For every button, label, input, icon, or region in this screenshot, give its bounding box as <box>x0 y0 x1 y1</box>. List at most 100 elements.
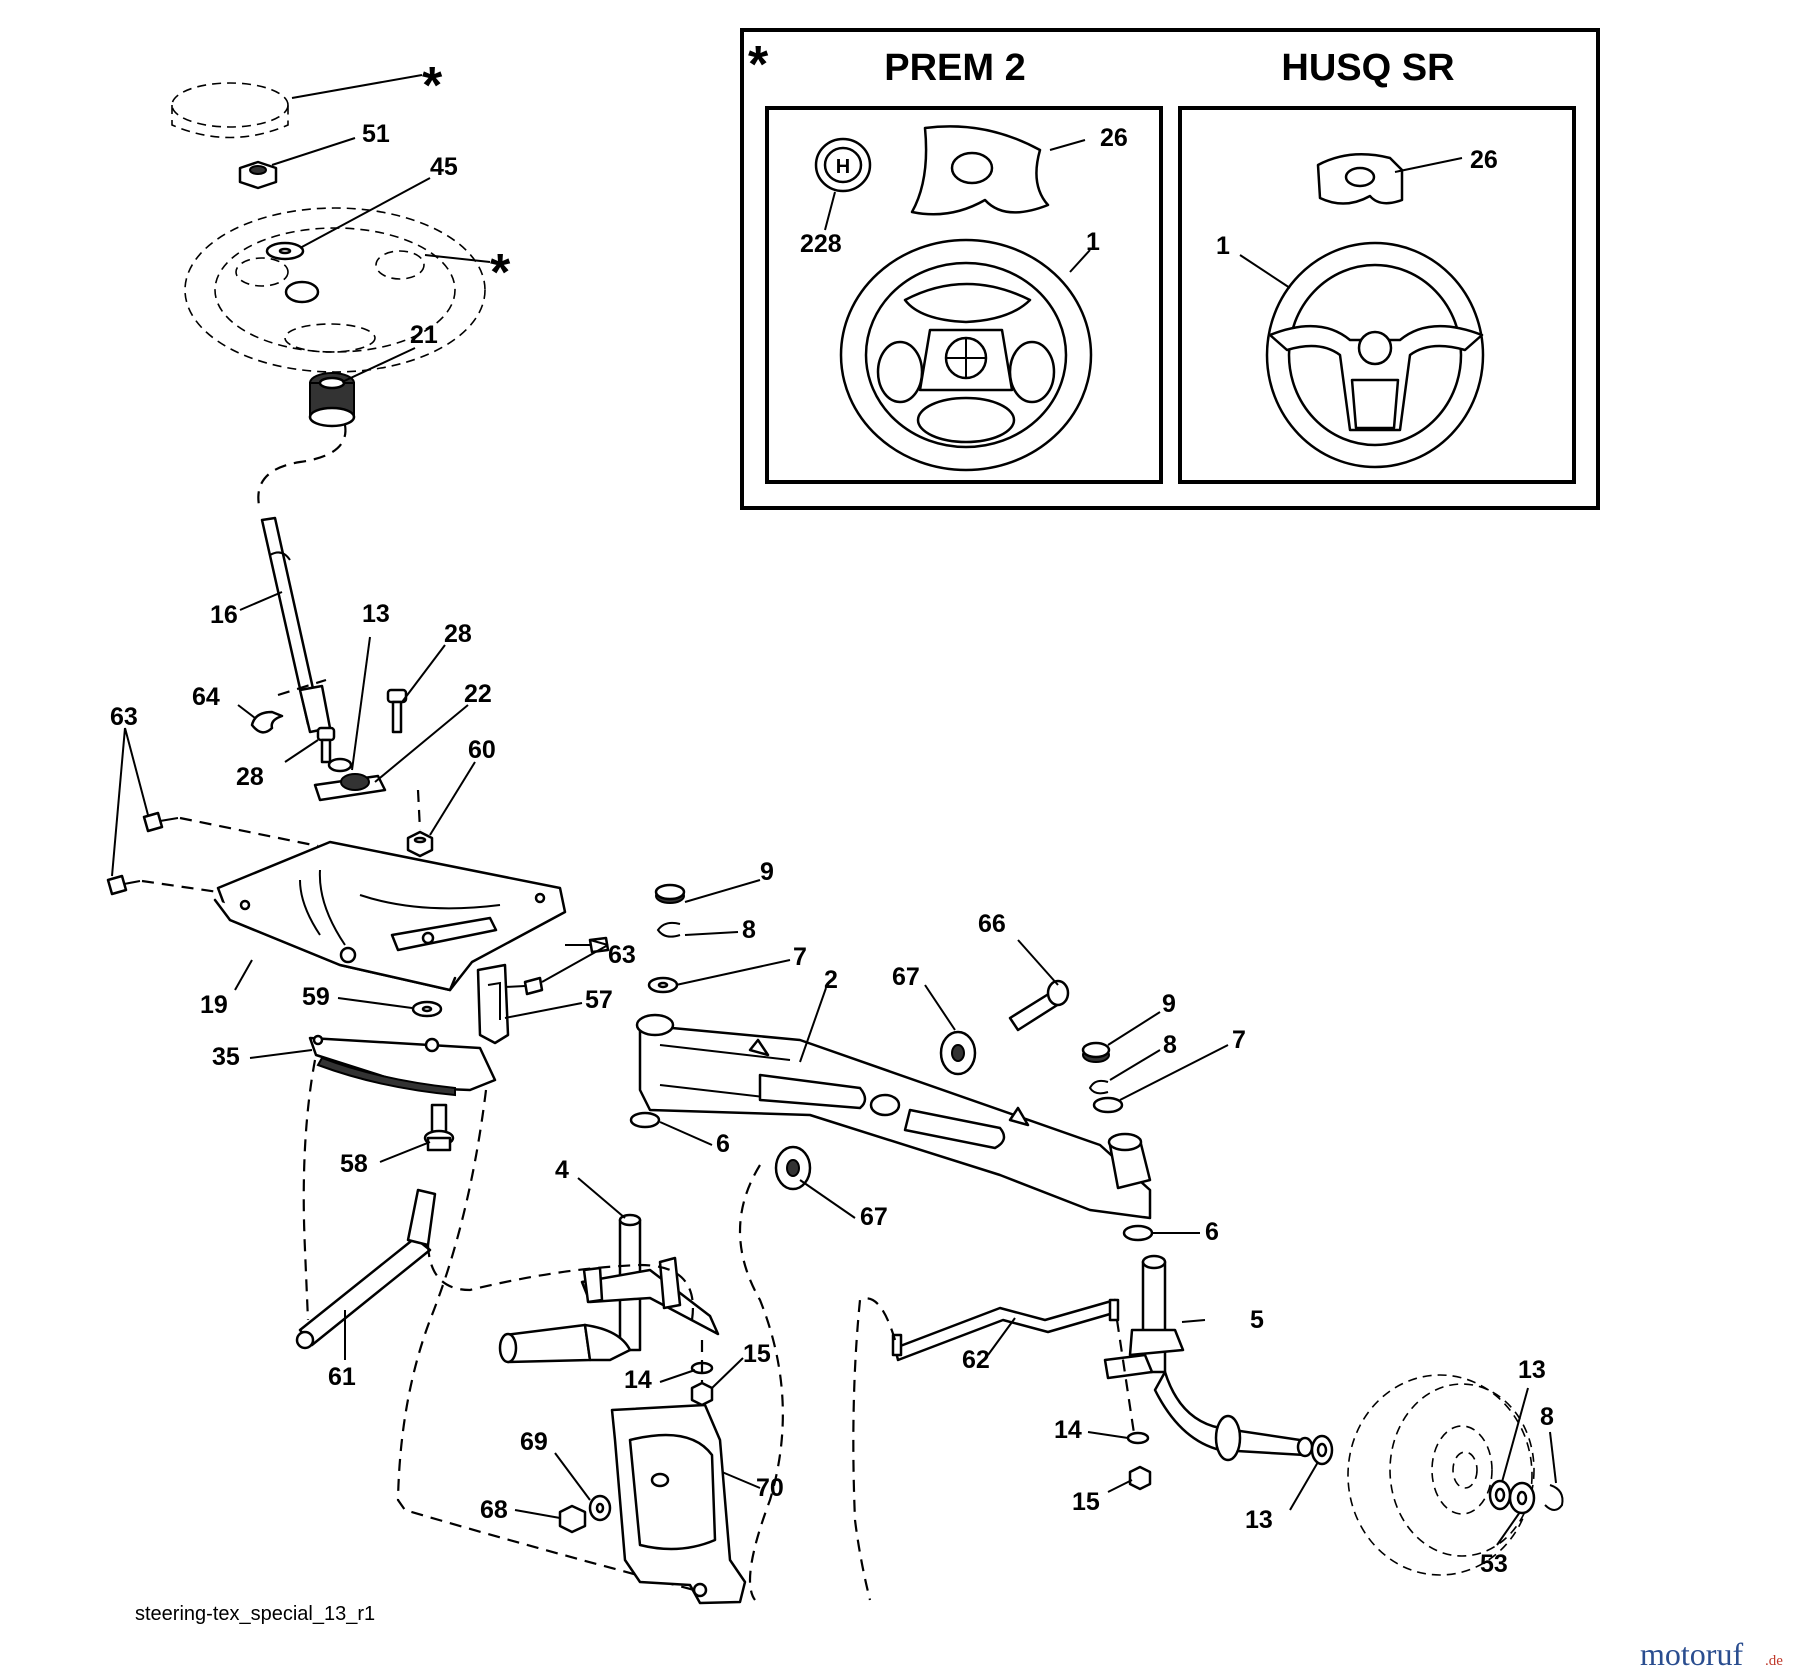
callout-70: 70 <box>756 1474 784 1502</box>
emblem-228: H <box>814 137 872 193</box>
leader-60 <box>429 761 476 836</box>
leader-star-wheel <box>424 254 491 263</box>
callout-2: 2 <box>824 966 838 994</box>
callout-63b: 63 <box>608 941 636 969</box>
leader-70 <box>721 1471 761 1489</box>
tie-rod-path-left <box>426 1244 694 1321</box>
callout-star-wheel: * <box>490 244 511 302</box>
callout-62: 62 <box>962 1346 990 1374</box>
callout-i1b: 1 <box>1216 232 1230 260</box>
callout-9b: 9 <box>1162 990 1176 1018</box>
leader-63a-1 <box>124 727 149 816</box>
leader-i228 <box>824 191 836 231</box>
callout-60: 60 <box>468 736 496 764</box>
leader-9a <box>684 879 761 903</box>
spindle-5 <box>1103 1254 1314 1462</box>
leader-63b-2 <box>541 944 609 983</box>
leader-star-cap <box>291 74 423 99</box>
washer-6-left <box>629 1111 661 1129</box>
callout-16: 16 <box>210 601 238 629</box>
leader-53 <box>1496 1511 1521 1546</box>
leader-35 <box>249 1049 313 1059</box>
callout-61: 61 <box>328 1363 356 1391</box>
nut-15-right <box>1128 1465 1152 1491</box>
leader-67b <box>799 1179 856 1219</box>
callout-8a: 8 <box>742 916 756 944</box>
leader-63a-2 <box>111 727 126 877</box>
clip-line <box>277 678 327 697</box>
callout-35: 35 <box>212 1043 240 1071</box>
leader-67a <box>924 984 956 1031</box>
leader-22 <box>374 704 469 783</box>
callout-5: 5 <box>1250 1306 1264 1334</box>
bolt-63-left-b <box>106 874 141 896</box>
leader-9b <box>1107 1011 1161 1046</box>
bolt-line-a <box>179 816 319 848</box>
leader-14a <box>659 1369 696 1383</box>
callout-67a: 67 <box>892 963 920 991</box>
bushing-13 <box>327 757 353 773</box>
washer-13-outer <box>1488 1479 1512 1511</box>
clip-8-left <box>656 921 681 938</box>
hub-cover-26-husq <box>1316 153 1404 205</box>
leader-68 <box>514 1509 561 1519</box>
tie-rod-62 <box>891 1298 1120 1362</box>
front-wheel <box>1347 1374 1535 1576</box>
leader-i26b <box>1394 157 1463 173</box>
leader-62 <box>987 1317 1016 1356</box>
bolt-63-right <box>504 936 610 996</box>
steering-shaft-16 <box>260 516 332 734</box>
nut-51 <box>238 160 278 190</box>
leader-6a <box>659 1121 713 1146</box>
callout-64: 64 <box>192 683 220 711</box>
steering-wheel-ghost <box>184 207 486 373</box>
inset-title-husq-sr: HUSQ SR <box>1281 47 1454 89</box>
callout-6a: 6 <box>716 1130 730 1158</box>
cap-9-left <box>654 883 686 904</box>
callout-28b: 28 <box>236 763 264 791</box>
nut-60 <box>406 830 434 858</box>
callout-58: 58 <box>340 1150 368 1178</box>
callout-15a: 15 <box>743 1340 771 1368</box>
callout-13b: 13 <box>1245 1506 1273 1534</box>
bearing-22 <box>313 773 387 802</box>
leader-8c <box>1549 1431 1557 1484</box>
callout-59: 59 <box>302 983 330 1011</box>
leader-16 <box>239 591 283 611</box>
leader-8a <box>684 931 739 936</box>
leader-15b <box>1107 1479 1133 1493</box>
clip-8-right <box>1088 1079 1109 1095</box>
leader-63b-1 <box>589 939 609 946</box>
svg-text:H: H <box>836 156 850 178</box>
nut-15-left <box>690 1381 714 1407</box>
washer-69 <box>588 1494 612 1522</box>
sector-gear-35 <box>308 1034 497 1097</box>
steering-cap <box>171 82 289 139</box>
washer-7-right <box>1092 1096 1124 1114</box>
bolt-line-b <box>141 879 219 894</box>
callout-63a: 63 <box>110 703 138 731</box>
inset-marker: * <box>748 36 769 94</box>
leader-14b <box>1087 1431 1129 1439</box>
callout-67b: 67 <box>860 1203 888 1231</box>
sector-path-left <box>302 1059 317 1321</box>
nut-line-right <box>1115 1319 1137 1441</box>
callout-22: 22 <box>464 680 492 708</box>
leader-5 <box>1181 1319 1206 1323</box>
leader-7b <box>1119 1044 1229 1101</box>
leader-57 <box>504 1002 583 1019</box>
leader-59 <box>337 997 413 1009</box>
washer-6-right <box>1122 1224 1154 1242</box>
steering-plate-19 <box>213 840 567 992</box>
callout-15b: 15 <box>1072 1488 1100 1516</box>
nut-line <box>416 789 422 831</box>
leader-i26a <box>1049 139 1086 151</box>
callout-45: 45 <box>430 153 458 181</box>
leader-15a <box>711 1357 744 1389</box>
tie-rod-path-right <box>852 1297 897 1601</box>
bolt-63-left-a <box>142 811 179 833</box>
leader-21 <box>341 347 416 383</box>
callout-21: 21 <box>410 321 438 349</box>
leader-58 <box>379 1141 431 1163</box>
